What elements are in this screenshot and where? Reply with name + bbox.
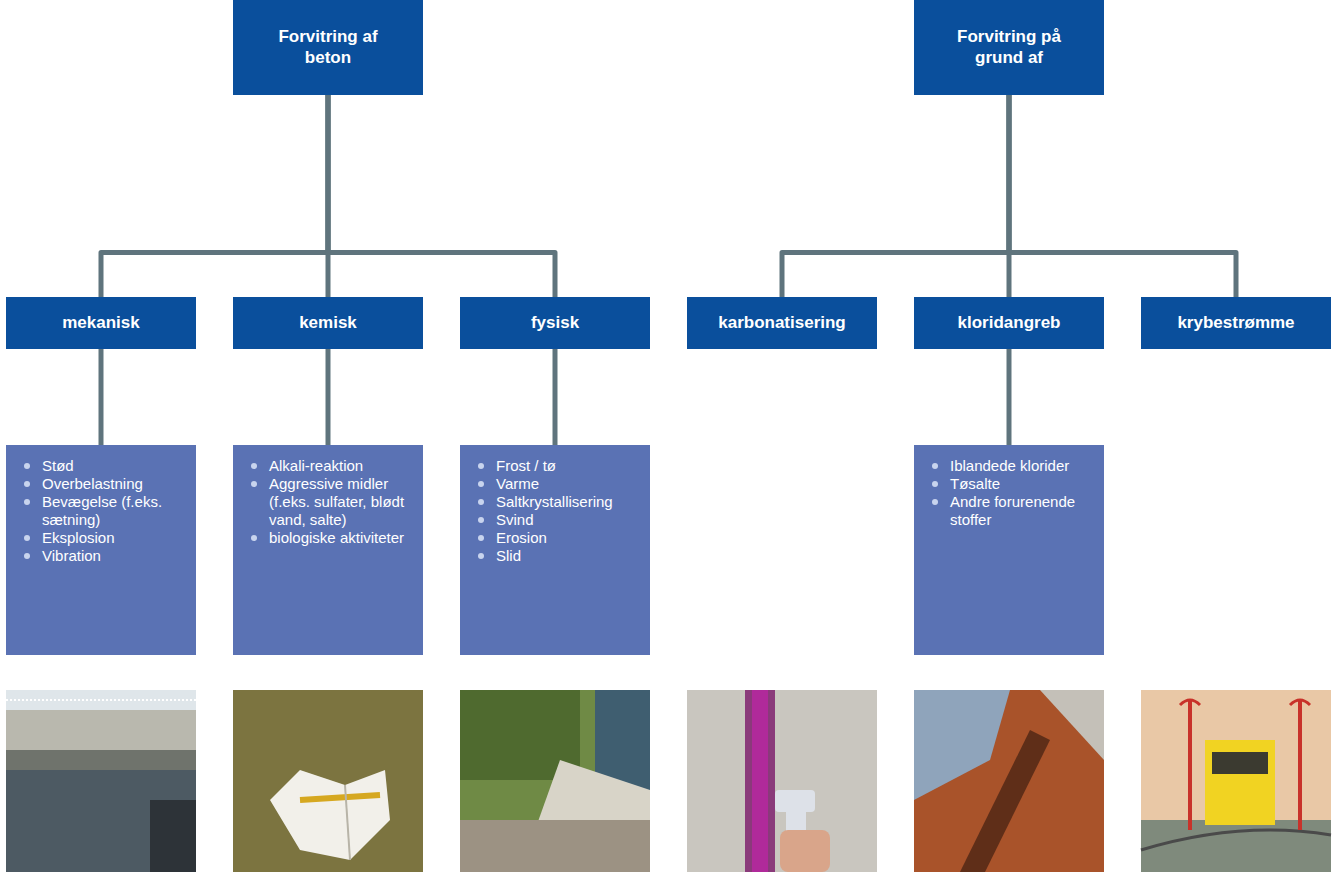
text-wrap: Forvitring af beton — [265, 27, 391, 68]
bullet-dot — [478, 463, 484, 469]
tree-connector — [1009, 95, 1236, 297]
list-item: Frost / tø — [474, 457, 640, 475]
list-item: Bevægelse (f.eks. sætning) — [20, 493, 186, 529]
list-text: Svind — [496, 511, 640, 529]
bullet-dot — [478, 517, 484, 523]
root-box: Forvitring på grund af — [914, 0, 1104, 95]
box-label: mekanisk — [62, 313, 140, 333]
list-item: Vibration — [20, 547, 186, 565]
tree-connector — [553, 349, 558, 445]
list-item: Saltkrystallisering — [474, 493, 640, 511]
list-item: Overbelastning — [20, 475, 186, 493]
category-box: mekanisk — [6, 297, 196, 349]
cause-list-box: Iblandede kloriderTøsalteAndre forurenen… — [914, 445, 1104, 655]
tree-connector — [326, 349, 331, 445]
text-wrap: fysisk — [531, 313, 579, 333]
box-label: fysisk — [531, 313, 579, 333]
tree-connector — [99, 349, 104, 445]
list-item: Erosion — [474, 529, 640, 547]
carbonation-photo — [687, 690, 877, 872]
list-text: Vibration — [42, 547, 186, 565]
box-label: Forvitring på grund af — [946, 27, 1072, 68]
tree-connector — [782, 95, 1009, 297]
bullet-dot — [24, 481, 30, 487]
bullet-dot — [251, 481, 257, 487]
bullet-dot — [251, 535, 257, 541]
list-text: Bevægelse (f.eks. sætning) — [42, 493, 186, 529]
box-label: krybestrømme — [1177, 313, 1294, 333]
rust-photo — [914, 690, 1104, 872]
list-text: Eksplosion — [42, 529, 186, 547]
microscope-photo — [233, 690, 423, 872]
list-text: Iblandede klorider — [950, 457, 1094, 475]
list-item: Slid — [474, 547, 640, 565]
bullet-dot — [24, 535, 30, 541]
box-label: kloridangreb — [958, 313, 1061, 333]
bullet-dot — [478, 553, 484, 559]
text-wrap: kemisk — [299, 313, 357, 333]
list-text: Stød — [42, 457, 186, 475]
category-box: kloridangreb — [914, 297, 1104, 349]
text-wrap: Forvitring på grund af — [946, 27, 1072, 68]
root-box: Forvitring af beton — [233, 0, 423, 95]
list-item: Tøsalte — [928, 475, 1094, 493]
cause-list-box: StødOverbelastningBevægelse (f.eks. sætn… — [6, 445, 196, 655]
list-item: Alkali-reaktion — [247, 457, 413, 475]
bullet-dot — [932, 481, 938, 487]
list-text: Saltkrystallisering — [496, 493, 640, 511]
list-item: Stød — [20, 457, 186, 475]
bullet-dot — [478, 481, 484, 487]
bullet-dot — [478, 499, 484, 505]
tree-connector — [328, 95, 555, 297]
bullet-dot — [932, 463, 938, 469]
list-item: Varme — [474, 475, 640, 493]
list-text: Andre forurenende stoffer — [950, 493, 1094, 529]
text-wrap: mekanisk — [62, 313, 140, 333]
box-label: kemisk — [299, 313, 357, 333]
list-item: Eksplosion — [20, 529, 186, 547]
list-text: Tøsalte — [950, 475, 1094, 493]
category-box: fysisk — [460, 297, 650, 349]
text-wrap: kloridangreb — [958, 313, 1061, 333]
cause-list-box: Frost / tøVarmeSaltkrystalliseringSvindE… — [460, 445, 650, 655]
list-item: Svind — [474, 511, 640, 529]
box-label: karbonatisering — [718, 313, 846, 333]
list-item: biologiske aktiviteter — [247, 529, 413, 547]
cause-list-box: Alkali-reaktionAggressive midler (f.eks.… — [233, 445, 423, 655]
wall-photo — [460, 690, 650, 872]
bullet-dot — [932, 499, 938, 505]
text-wrap: karbonatisering — [718, 313, 846, 333]
list-text: biologiske aktiviteter — [269, 529, 413, 547]
list-text: Slid — [496, 547, 640, 565]
bullet-dot — [24, 463, 30, 469]
list-item: Andre forurenende stoffer — [928, 493, 1094, 529]
list-text: Erosion — [496, 529, 640, 547]
list-item: Aggressive midler (f.eks. sulfater, blød… — [247, 475, 413, 529]
text-wrap: krybestrømme — [1177, 313, 1294, 333]
list-text: Overbelastning — [42, 475, 186, 493]
bullet-dot — [251, 463, 257, 469]
category-box: karbonatisering — [687, 297, 877, 349]
bridge-photo — [6, 690, 196, 872]
list-text: Aggressive midler (f.eks. sulfater, blød… — [269, 475, 413, 529]
bullet-dot — [478, 535, 484, 541]
tree-connector — [1007, 349, 1012, 445]
list-text: Alkali-reaktion — [269, 457, 413, 475]
list-text: Varme — [496, 475, 640, 493]
box-label: Forvitring af beton — [265, 27, 391, 68]
list-text: Frost / tø — [496, 457, 640, 475]
category-box: kemisk — [233, 297, 423, 349]
bullet-dot — [24, 553, 30, 559]
list-item: Iblandede klorider — [928, 457, 1094, 475]
bullet-dot — [24, 499, 30, 505]
category-box: krybestrømme — [1141, 297, 1331, 349]
tram-photo — [1141, 690, 1331, 872]
tree-connector — [101, 95, 328, 297]
